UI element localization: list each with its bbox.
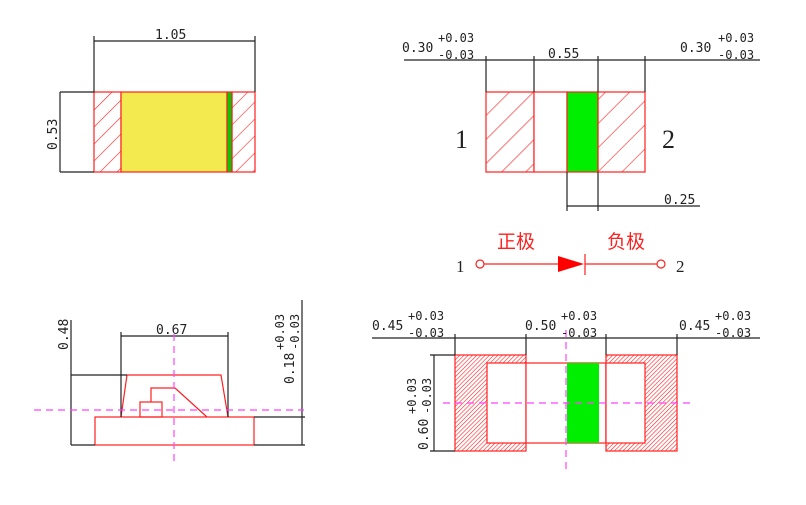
right-pad-dimension: 0.30	[680, 41, 711, 56]
pin-2-label: 2	[676, 257, 685, 276]
tolerance-plus: +0.03	[718, 31, 754, 45]
dimension-lines	[70, 300, 305, 446]
dimension-lines	[59, 36, 256, 173]
pad-1	[485, 91, 535, 173]
pin-2-label: 2	[662, 125, 675, 154]
tolerance-plus: +0.03	[405, 378, 419, 414]
diode-symbol: 正极 负极 1 2	[456, 231, 685, 276]
top-view: 1.05 0.53	[46, 28, 256, 173]
terminal-circle-icon	[475, 259, 485, 269]
left-pad-dimension: 0.45	[372, 319, 403, 334]
marker-width-dimension: 0.25	[664, 193, 695, 208]
pin-1-label: 1	[456, 257, 465, 276]
width-dimension: 0.53	[46, 119, 61, 150]
pin-1-label: 1	[455, 125, 468, 154]
pad-layout-view: 0.30 +0.03 -0.03 0.55 0.30 +0.03 -0.03 0…	[402, 31, 760, 211]
height-dimension: 0.60	[417, 419, 432, 450]
tolerance-minus: -0.03	[438, 48, 474, 62]
tolerance-plus: +0.03	[273, 314, 287, 350]
tolerance-plus: +0.03	[408, 309, 444, 323]
bottom-view: 0.45 +0.03 -0.03 0.50 +0.03 -0.03 0.45 +…	[372, 309, 760, 470]
tolerance-minus: -0.03	[718, 48, 754, 62]
right-pad-dimension: 0.45	[679, 319, 710, 334]
tolerance-minus: -0.03	[561, 326, 597, 340]
height-dimension: 0.48	[57, 319, 72, 350]
tolerance-plus: +0.03	[561, 309, 597, 323]
tolerance-minus: -0.03	[408, 326, 444, 340]
left-pad-dimension: 0.30	[402, 41, 433, 56]
terminal-circle-icon	[656, 259, 666, 269]
dimension-lines	[404, 56, 760, 211]
polarity-marker	[566, 91, 599, 173]
dimension-lines	[372, 334, 760, 452]
polarity-marker	[226, 91, 233, 173]
tolerance-minus: -0.03	[288, 314, 302, 350]
tolerance-minus: -0.03	[420, 378, 434, 414]
tolerance-minus: -0.03	[715, 326, 751, 340]
left-terminal	[93, 91, 122, 173]
diode-lines	[484, 254, 657, 275]
body-gap	[533, 91, 568, 173]
pad-2	[597, 91, 646, 173]
chip	[139, 401, 163, 418]
yellow-body	[120, 91, 228, 173]
gap-dimension: 0.55	[548, 47, 579, 62]
base-height-dimension: 0.18	[283, 353, 298, 384]
top-width-dimension: 0.67	[156, 323, 187, 338]
anode-label: 正极	[497, 231, 535, 253]
diode-triangle-icon	[558, 256, 584, 272]
side-view: 0.67 0.48 0.18 +0.03 -0.03	[34, 300, 305, 463]
cathode-label: 负极	[607, 231, 645, 253]
right-terminal	[231, 91, 256, 173]
polarity-marker	[567, 363, 599, 443]
center-dimension: 0.50	[525, 319, 556, 334]
length-dimension: 1.05	[155, 28, 186, 43]
tolerance-plus: +0.03	[438, 31, 474, 45]
tolerance-plus: +0.03	[715, 309, 751, 323]
